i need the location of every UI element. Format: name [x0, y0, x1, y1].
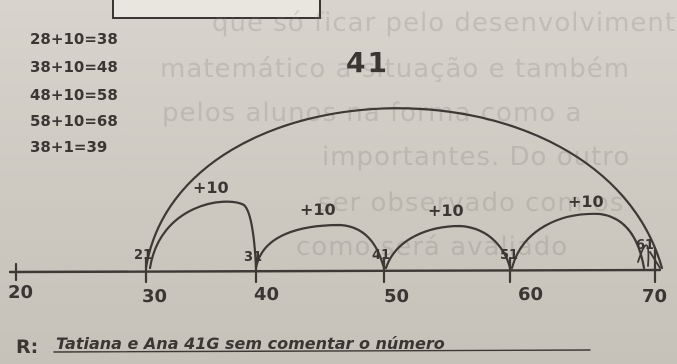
answer-prefix: R:	[16, 336, 39, 358]
total-arc-label: 41	[346, 46, 389, 79]
step-label-2: +10	[300, 200, 336, 219]
small-tick-21: 21	[134, 248, 153, 263]
calc-line-4: 58+10=68	[30, 112, 118, 130]
step-label-3: +10	[428, 201, 464, 220]
small-tick-41: 41	[372, 248, 391, 263]
small-tick-61: 61	[636, 238, 655, 253]
label-40: 40	[254, 284, 280, 305]
small-tick-51: 51	[500, 248, 519, 263]
label-60: 60	[518, 284, 544, 305]
label-70: 70	[642, 286, 668, 307]
step-label-1: +10	[193, 178, 229, 197]
scribble-70	[637, 244, 661, 269]
small-arc-4	[510, 212, 646, 270]
label-50: 50	[384, 286, 410, 307]
small-arc-2	[254, 223, 386, 270]
answer-underline	[53, 349, 591, 353]
answer-text: Tatiana e Ana 41G sem comentar o número	[56, 334, 445, 353]
step-label-4: +10	[568, 192, 604, 211]
bleed-line-1: que só ficar pelo desenvolvimento	[212, 8, 677, 38]
small-arc-3	[384, 224, 512, 270]
calc-line-1: 28+10=38	[30, 30, 118, 48]
calc-line-2: 38+10=48	[30, 58, 118, 76]
calc-line-5: 38+1=39	[30, 138, 108, 156]
calc-line-3: 48+10=58	[30, 86, 118, 104]
small-tick-31: 31	[244, 250, 263, 265]
bleed-line-2: matemático a situação e também	[160, 54, 631, 84]
label-20: 20	[8, 282, 34, 303]
number-line	[8, 268, 662, 274]
small-arc-1	[148, 200, 258, 270]
large-arc	[144, 107, 664, 270]
top-box-edge	[112, 0, 321, 19]
bleed-line-3: pelos alunos na forma como a	[162, 98, 583, 128]
label-30: 30	[142, 286, 168, 307]
bleed-line-5: ser observado com os	[318, 188, 625, 218]
